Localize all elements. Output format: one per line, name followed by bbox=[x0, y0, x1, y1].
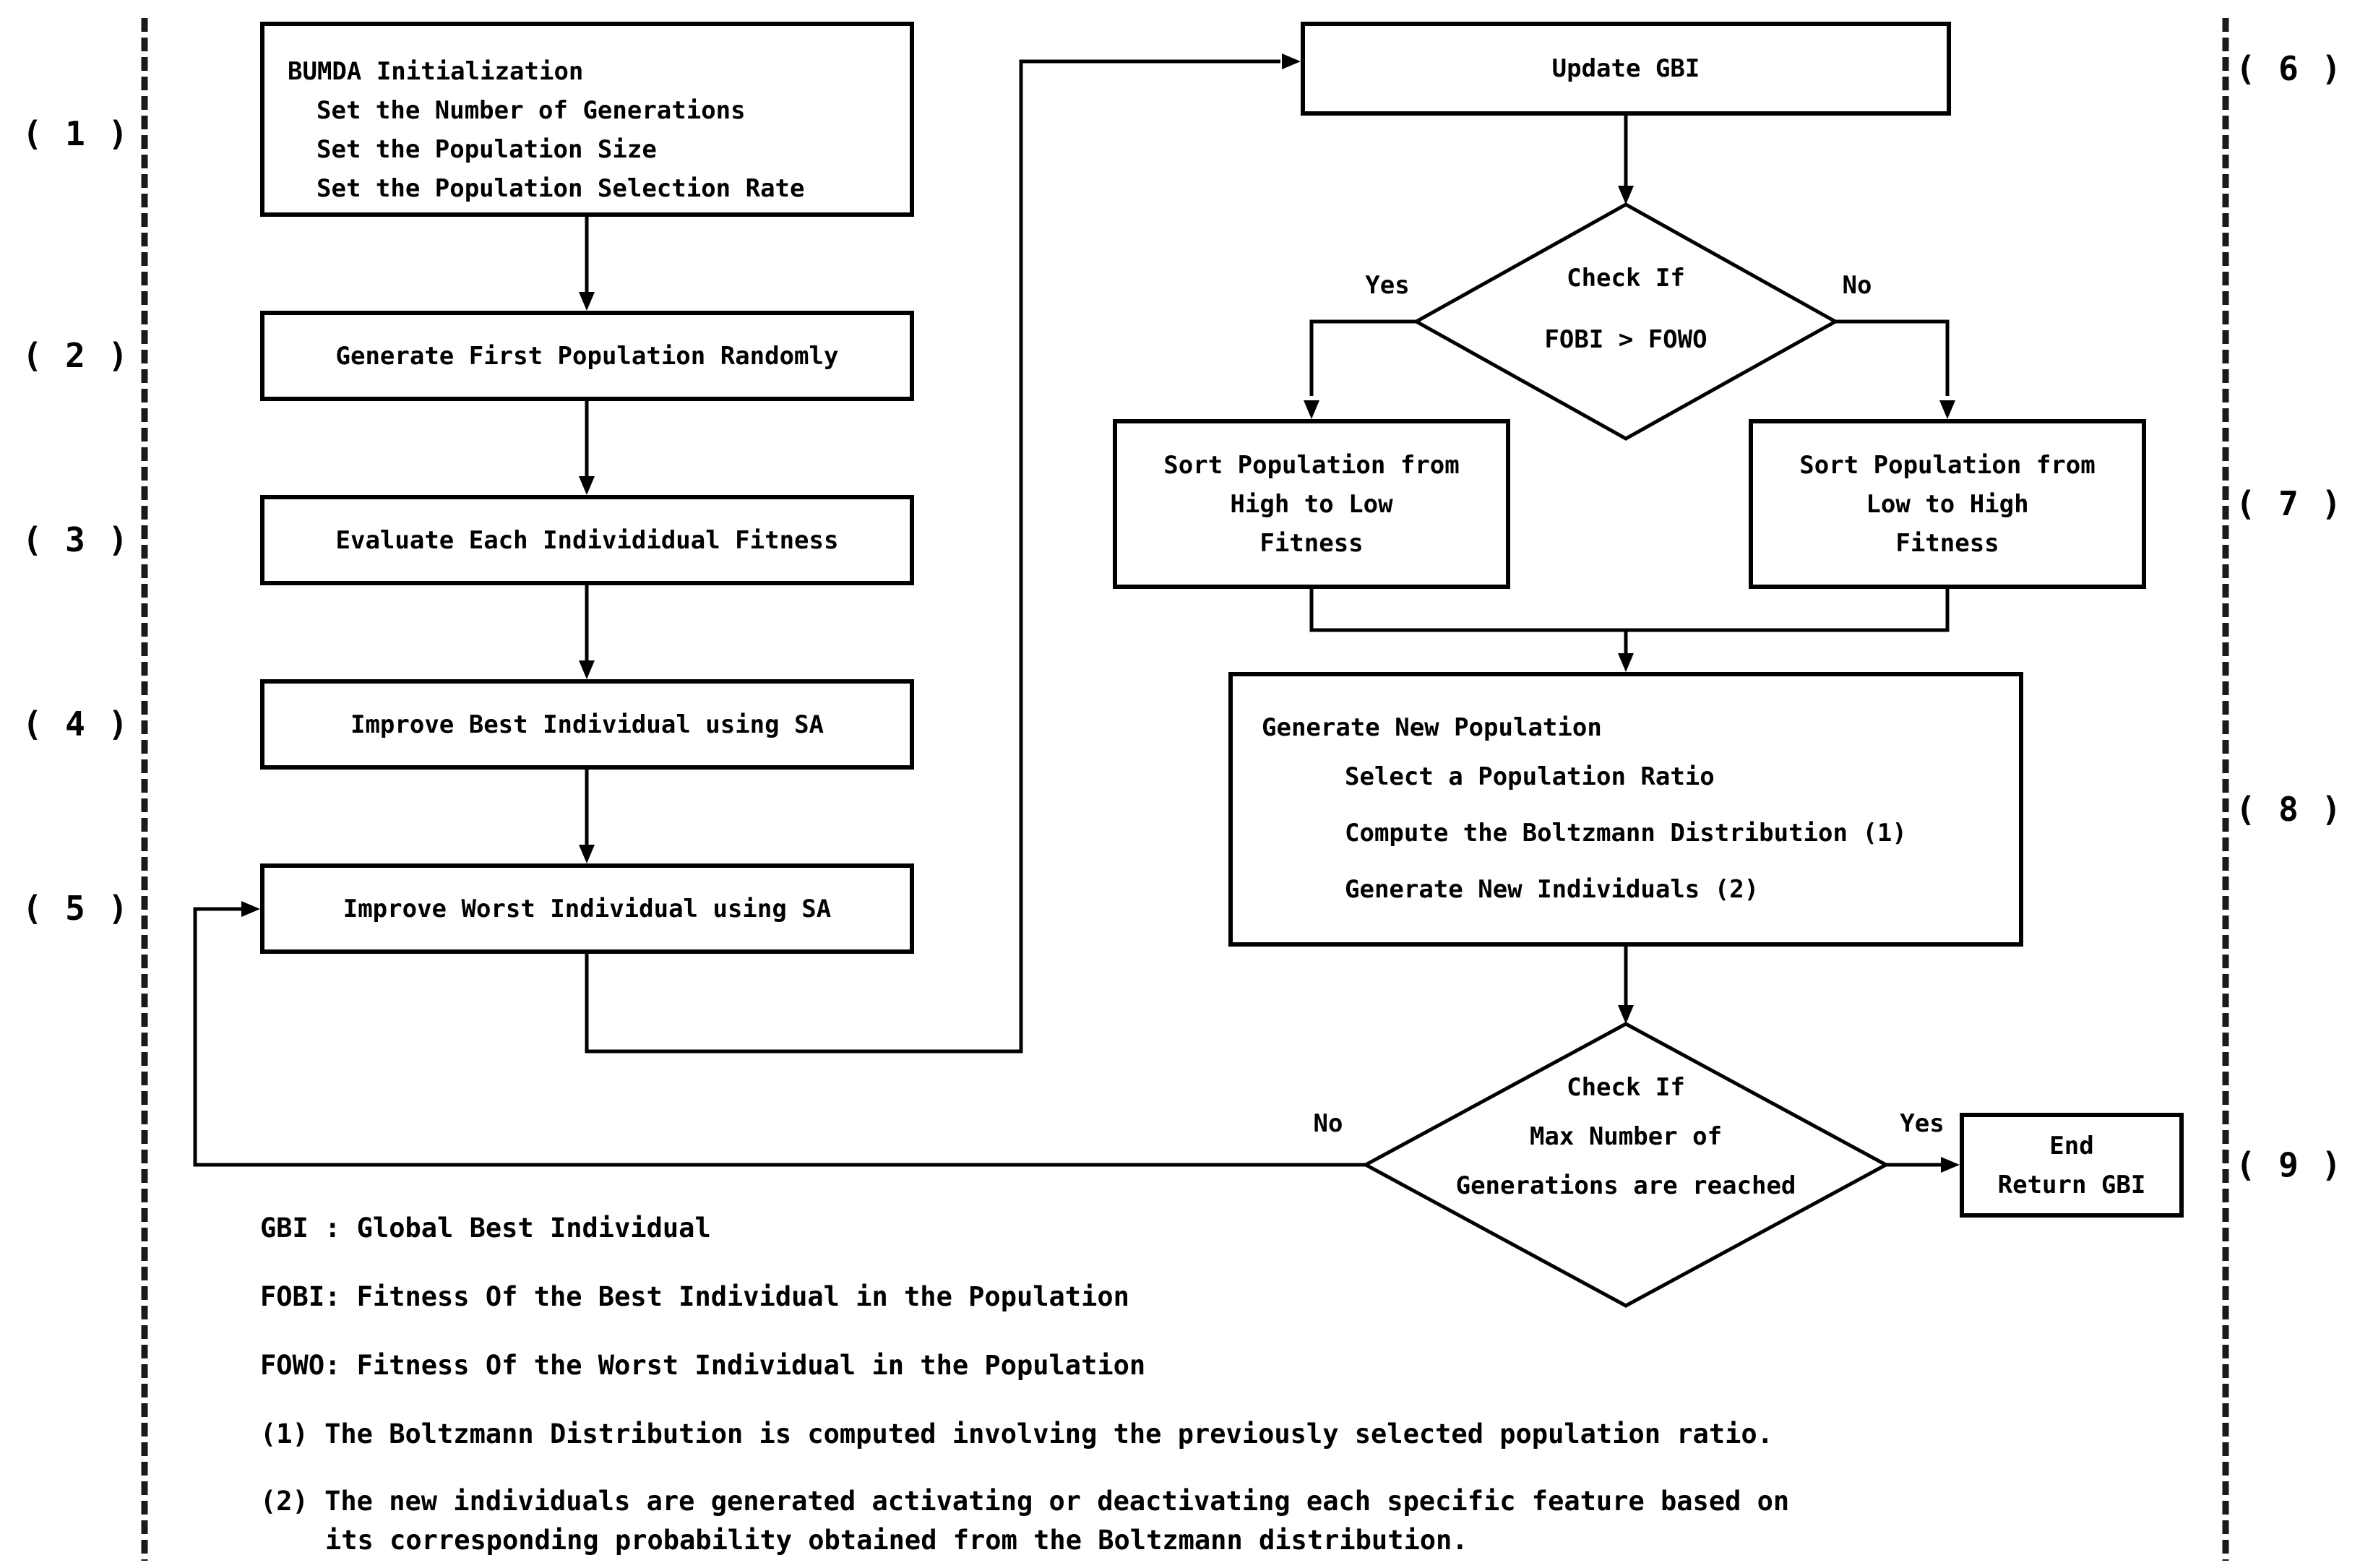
arrow-improve-worst-to-update-gbi bbox=[585, 59, 1280, 1054]
node-bumda-initialization: BUMDA Initialization Set the Number of G… bbox=[260, 22, 914, 217]
step-label-6: ( 6 ) bbox=[2235, 49, 2343, 88]
arrowhead-right-icon bbox=[1941, 1157, 1960, 1173]
node-line: End bbox=[2049, 1131, 2094, 1160]
node-sort-low-to-high: Sort Population from Low to High Fitness bbox=[1749, 419, 2146, 589]
branch-label-no: No bbox=[1842, 271, 1872, 300]
step-label-9: ( 9 ) bbox=[2235, 1145, 2343, 1184]
node-generate-first-population: Generate First Population Randomly bbox=[260, 311, 914, 401]
branch-no-loop-back bbox=[193, 907, 1366, 1167]
arrowhead-right-icon bbox=[241, 901, 260, 917]
node-end-return-gbi: End Return GBI bbox=[1960, 1113, 2184, 1218]
arrowhead-right-icon bbox=[1282, 53, 1301, 69]
node-line: Fitness bbox=[1259, 528, 1364, 558]
node-improve-worst: Improve Worst Individual using SA bbox=[260, 863, 914, 954]
node-label: Update GBI bbox=[1551, 54, 1700, 83]
node-line: Fitness bbox=[1895, 528, 1999, 558]
node-item: Generate New Individuals (2) bbox=[1345, 875, 1760, 904]
check-max-line1: Check If bbox=[1567, 1073, 1685, 1102]
check-max-line3: Generations are reached bbox=[1455, 1171, 1796, 1200]
arrowhead-down-icon bbox=[579, 845, 595, 863]
node-generate-new-population: Generate New Population Select a Populat… bbox=[1228, 672, 2023, 947]
step-label-5: ( 5 ) bbox=[22, 889, 130, 928]
arrowhead-down-icon bbox=[579, 476, 595, 495]
node-title: BUMDA Initialization bbox=[288, 57, 584, 86]
branch-label-no-loop: No bbox=[1313, 1109, 1343, 1138]
node-label: Improve Best Individual using SA bbox=[350, 710, 824, 739]
branch-label-yes: Yes bbox=[1365, 271, 1410, 300]
node-label: Evaluate Each Individidual Fitness bbox=[335, 525, 839, 555]
check-fobi-line1: Check If bbox=[1567, 264, 1685, 293]
node-item: Set the Population Size bbox=[316, 135, 657, 164]
legend-fowo: FOWO: Fitness Of the Worst Individual in… bbox=[260, 1350, 1146, 1381]
node-label: Improve Worst Individual using SA bbox=[343, 894, 832, 923]
step-label-2: ( 2 ) bbox=[22, 336, 130, 375]
legend-gbi: GBI : Global Best Individual bbox=[260, 1212, 711, 1244]
node-label: Generate First Population Randomly bbox=[335, 341, 839, 371]
check-fobi-line2: FOBI > FOWO bbox=[1544, 325, 1707, 354]
decision-diamond-max-generations bbox=[1361, 1022, 1890, 1308]
node-title: Generate New Population bbox=[1262, 713, 1602, 742]
step-label-4: ( 4 ) bbox=[22, 705, 130, 744]
arrowhead-down-icon bbox=[579, 292, 595, 311]
node-sort-high-to-low: Sort Population from High to Low Fitness bbox=[1113, 419, 1510, 589]
node-evaluate-fitness: Evaluate Each Individidual Fitness bbox=[260, 495, 914, 585]
node-item: Compute the Boltzmann Distribution (1) bbox=[1345, 819, 1907, 848]
branch-yes-to-sort-high-low bbox=[1309, 319, 1416, 396]
node-line: High to Low bbox=[1230, 489, 1393, 519]
node-line: Low to High bbox=[1866, 489, 2029, 519]
footnote-2-line2: its corresponding probability obtained f… bbox=[325, 1525, 1468, 1556]
node-line: Sort Population from bbox=[1799, 450, 2096, 480]
arrowhead-down-icon bbox=[1304, 400, 1319, 419]
footnote-2-line1: (2) The new individuals are generated ac… bbox=[260, 1486, 1790, 1517]
step-label-8: ( 8 ) bbox=[2235, 790, 2343, 829]
step-label-1: ( 1 ) bbox=[22, 114, 130, 153]
node-update-gbi: Update GBI bbox=[1301, 22, 1951, 116]
branch-no-to-sort-low-high bbox=[1835, 319, 1950, 396]
check-max-line2: Max Number of bbox=[1529, 1122, 1723, 1151]
arrowhead-down-icon bbox=[579, 660, 595, 679]
branch-label-yes-end: Yes bbox=[1900, 1109, 1945, 1138]
arrowhead-down-icon bbox=[1618, 1005, 1634, 1024]
arrowhead-down-icon bbox=[1618, 186, 1634, 204]
merge-sort-branches bbox=[1309, 589, 1950, 632]
step-label-3: ( 3 ) bbox=[22, 520, 130, 559]
node-item: Select a Population Ratio bbox=[1345, 762, 1715, 791]
step-label-7: ( 7 ) bbox=[2235, 484, 2343, 523]
arrowhead-down-icon bbox=[1618, 653, 1634, 672]
node-improve-best: Improve Best Individual using SA bbox=[260, 679, 914, 770]
footnote-1: (1) The Boltzmann Distribution is comput… bbox=[260, 1418, 1773, 1449]
decision-diamond-fobi-fowo bbox=[1412, 202, 1840, 441]
node-item: Set the Number of Generations bbox=[316, 96, 746, 125]
legend-fobi: FOBI: Fitness Of the Best Individual in … bbox=[260, 1281, 1129, 1312]
node-line: Return GBI bbox=[1997, 1170, 2146, 1199]
node-line: Sort Population from bbox=[1163, 450, 1460, 480]
arrowhead-down-icon bbox=[1939, 400, 1955, 419]
node-item: Set the Population Selection Rate bbox=[316, 174, 805, 203]
